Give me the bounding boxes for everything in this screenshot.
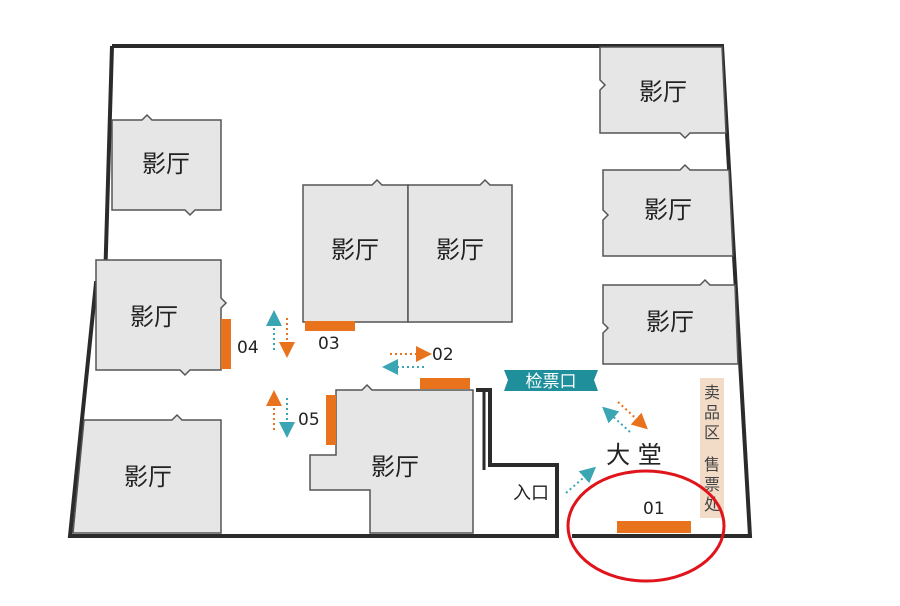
hall-center-bottom-label: 影厅 — [371, 453, 419, 481]
hall-center-bottom[interactable]: 影厅 — [309, 383, 474, 534]
counter-04-bar[interactable] — [221, 319, 231, 369]
arrows-05 — [266, 390, 295, 438]
counter-01-label: 01 — [643, 499, 665, 519]
concession-char-3: 区 — [704, 423, 720, 442]
hall-center-right[interactable]: 影厅 — [407, 178, 513, 323]
hall-center-left[interactable]: 影厅 — [302, 178, 409, 323]
hall-left-2[interactable]: 影厅 — [95, 259, 228, 377]
hall-right-2[interactable]: 影厅 — [602, 163, 734, 257]
counter-01-bar[interactable] — [617, 521, 691, 533]
box-office-char-2: 票 — [704, 475, 720, 494]
ticket-check-label: 检票口 — [526, 372, 577, 392]
box-office-char-1: 售 — [704, 455, 720, 474]
concession-char-2: 品 — [704, 403, 720, 422]
hall-right-3[interactable]: 影厅 — [602, 278, 739, 365]
counter-04-label: 04 — [237, 338, 259, 358]
hall-right-1-label: 影厅 — [639, 78, 687, 106]
hall-right-1[interactable]: 影厅 — [599, 46, 727, 140]
outer-wall — [67, 44, 753, 538]
arrows-entrance — [565, 466, 597, 494]
highlight-circle — [566, 469, 726, 583]
hall-left-2-label: 影厅 — [130, 303, 178, 331]
arrows-02 — [382, 346, 432, 375]
hall-left-1[interactable]: 影厅 — [111, 113, 222, 217]
entrance-label: 入口 — [513, 483, 549, 504]
arrows-04 — [266, 310, 295, 358]
hall-center-left-label: 影厅 — [331, 236, 379, 264]
counter-05-label: 05 — [298, 410, 320, 430]
counter-02-label: 02 — [432, 345, 454, 365]
ticket-check-badge[interactable]: 检票口 — [504, 370, 598, 392]
counter-03-bar[interactable] — [305, 321, 355, 331]
lobby-label: 大 堂 — [606, 441, 662, 469]
arrows-lobby — [602, 401, 648, 433]
counter-02-bar[interactable] — [420, 378, 470, 389]
hall-left-3[interactable]: 影厅 — [72, 413, 222, 534]
counter-03-label: 03 — [318, 334, 340, 354]
hall-right-3-label: 影厅 — [646, 308, 694, 336]
hall-right-2-label: 影厅 — [644, 196, 692, 224]
hall-left-3-label: 影厅 — [124, 463, 172, 491]
concession-char-1: 卖 — [704, 383, 720, 402]
counter-05-bar[interactable] — [326, 395, 336, 445]
hall-center-right-label: 影厅 — [436, 236, 484, 264]
hall-left-1-label: 影厅 — [142, 150, 190, 178]
